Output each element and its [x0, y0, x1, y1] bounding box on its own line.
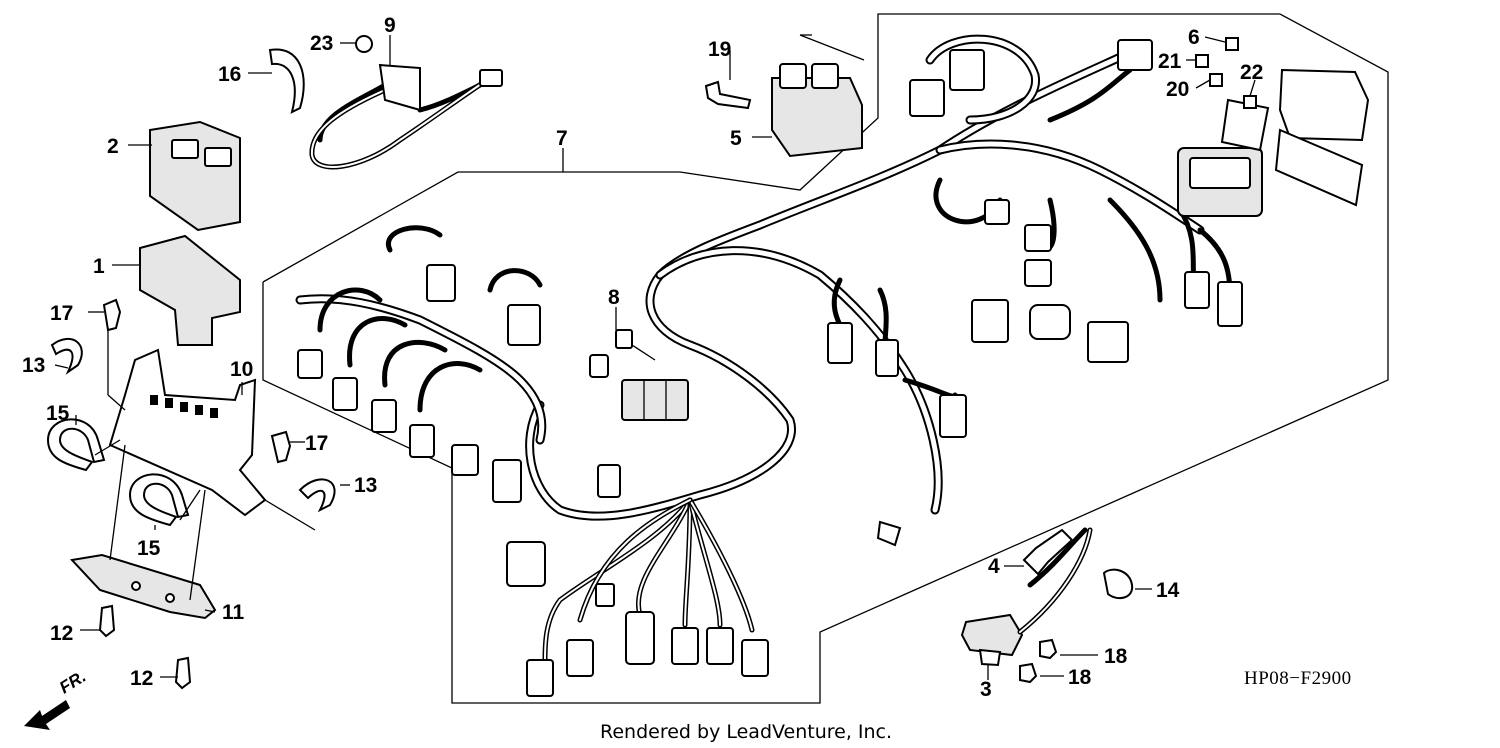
module-5: [704, 34, 865, 158]
callout-2: 2: [107, 135, 119, 158]
callout-15b: 15: [137, 537, 161, 560]
callout-12a: 12: [50, 622, 73, 645]
callout-4: 4: [988, 555, 1000, 578]
bottom-right-parts: [960, 527, 1134, 684]
callout-19: 19: [708, 38, 731, 61]
credit-text: Rendered by LeadVenture, Inc.: [600, 721, 892, 743]
callout-7: 7: [556, 127, 568, 150]
callout-6: 6: [1188, 26, 1200, 49]
callout-16: 16: [218, 63, 241, 86]
harness-connectors: [297, 39, 1243, 697]
left-parts: [46, 35, 503, 690]
callout-9: 9: [384, 14, 396, 37]
harness-group-outline: [262, 13, 1389, 704]
fuse-box: [1177, 37, 1370, 217]
front-label: FR.: [56, 667, 89, 698]
callouts: 1 2 3 4 5 6 7 8 9 10 11 12 12 13 13 14 1…: [22, 14, 1263, 701]
diagram-code: HP08−F2900: [1244, 668, 1352, 689]
callout-13a: 13: [22, 354, 45, 377]
callout-5: 5: [730, 127, 742, 150]
callout-15a: 15: [46, 402, 70, 425]
front-arrow: FR.: [24, 667, 89, 730]
callout-20: 20: [1166, 78, 1189, 101]
callout-17b: 17: [305, 432, 328, 455]
callout-8: 8: [608, 286, 620, 309]
callout-17a: 17: [50, 302, 73, 325]
callout-13b: 13: [354, 474, 377, 497]
callout-12b: 12: [130, 667, 153, 690]
callout-11: 11: [222, 601, 245, 624]
callout-18b: 18: [1068, 666, 1092, 689]
callout-22: 22: [1240, 61, 1263, 84]
callout-21: 21: [1158, 50, 1182, 73]
callout-10: 10: [230, 358, 253, 381]
callout-14: 14: [1156, 579, 1180, 602]
callout-3: 3: [980, 678, 992, 701]
callout-23: 23: [310, 32, 333, 55]
leader-lines: [54, 35, 1256, 680]
callout-18a: 18: [1104, 645, 1128, 668]
callout-1: 1: [93, 255, 105, 278]
